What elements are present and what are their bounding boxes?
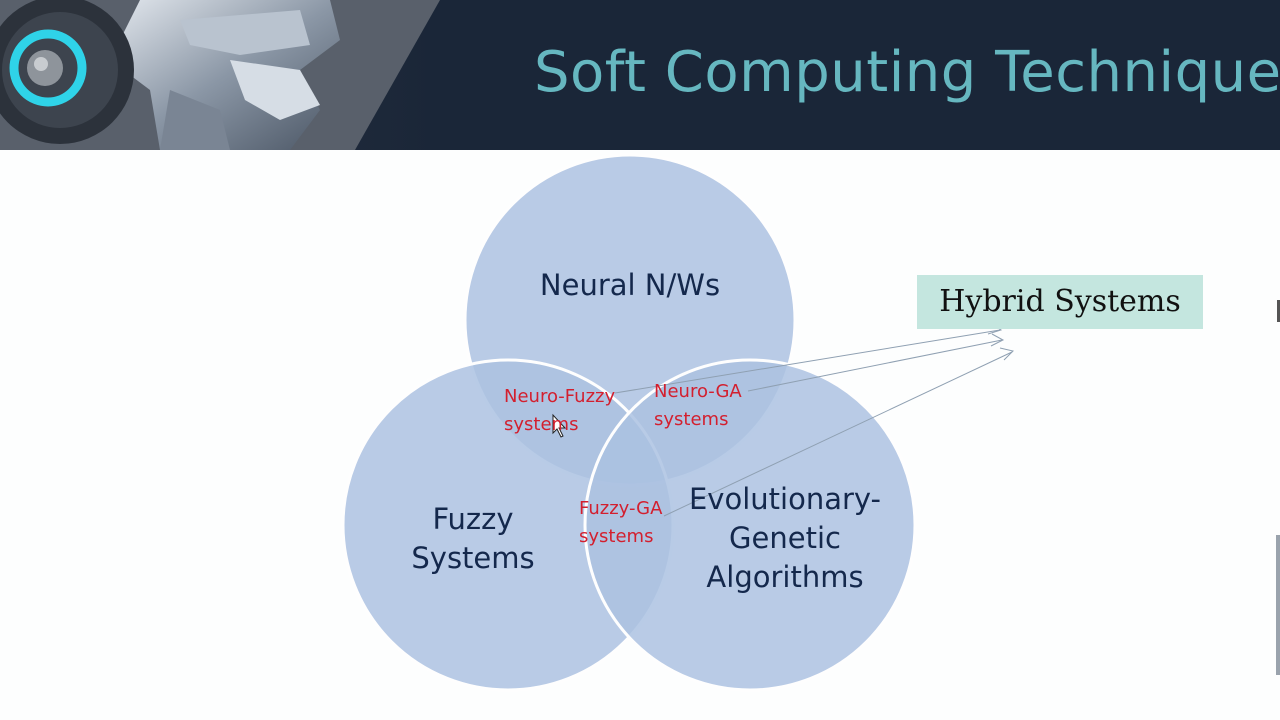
slide-body: Neural N/Ws Fuzzy Systems Evolutionary- … — [0, 150, 1280, 720]
slide-header: Soft Computing Techniques — [0, 0, 1280, 150]
intersection-label-neuro-ga: Neuro-GA systems — [654, 381, 742, 430]
callout-connector-neuro-fuzzy — [614, 329, 1001, 394]
set-label-fuzzy: Fuzzy Systems — [411, 502, 535, 575]
venn-diagram — [341, 153, 1014, 692]
intersection-label-neuro-fuzzy: Neuro-Fuzzy systems — [504, 386, 616, 435]
set-label-evolutionary: Evolutionary- Genetic Algorithms — [688, 482, 882, 594]
callout-connector-neuro-ga — [747, 339, 1003, 392]
venn-circle-evolutionary — [583, 358, 917, 692]
hybrid-systems-callout: Hybrid Systems — [917, 275, 1203, 329]
robot-banner-image — [0, 0, 440, 150]
callout-connector-fuzzy-ga — [663, 351, 1013, 517]
slide-edge-marker — [1276, 535, 1280, 675]
callout-arrowhead — [999, 347, 1014, 361]
mouse-pointer-icon — [552, 413, 567, 438]
slide-title: Soft Computing Techniques — [534, 40, 1280, 105]
ring-light-icon — [9, 29, 87, 107]
set-label-neural: Neural N/Ws — [539, 268, 721, 302]
slide-edge-marker — [1277, 300, 1280, 322]
intersection-label-fuzzy-ga: Fuzzy-GA systems — [579, 498, 663, 547]
callout-arrowhead — [990, 333, 1005, 347]
